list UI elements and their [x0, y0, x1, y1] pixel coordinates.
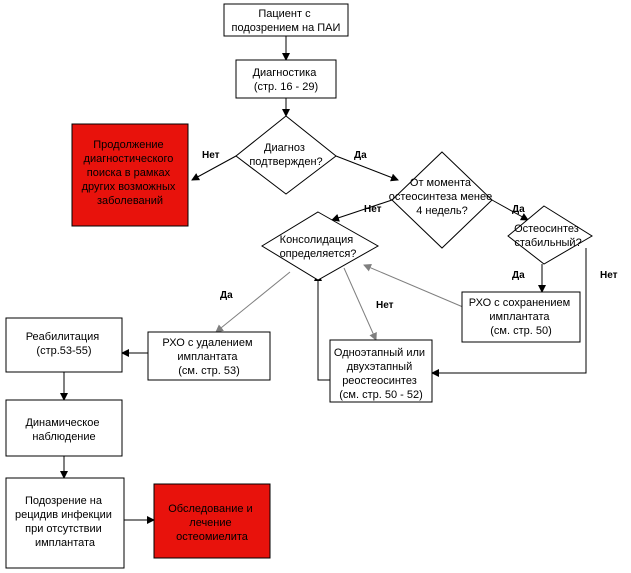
node-line: Подозрение на [25, 495, 103, 507]
node-line: Продолжение [93, 139, 163, 151]
svg-text:От момента остеосинтеза: От момента остеосинтеза менее 4 недель? [389, 177, 496, 217]
edge-stable-no-to-reosteosynthesis [431, 248, 587, 377]
node-line: подтвержден? [249, 156, 322, 168]
node-line: Остеосинтез [514, 223, 579, 235]
node-line: остеомиелита [176, 531, 249, 543]
edge-4weeks-yes-to-stable [491, 199, 529, 221]
node-line: заболеваний [97, 195, 163, 207]
svg-text:Продолжение диагностичес: Продолжение диагностического поиска в ра… [82, 139, 179, 207]
node-line: (стр. 16 - 29) [254, 81, 318, 93]
node-observation: Динамическое наблюдение [5, 399, 123, 457]
svg-text:Диагноз подтвержден?: Диагноз подтвержден? [249, 142, 322, 168]
node-rho-keep: РХО с сохранением имплантата (см. стр. 5… [461, 291, 581, 343]
node-line: подозрением на ПАИ [232, 22, 341, 34]
node-line: (см. стр. 53) [178, 365, 240, 377]
node-line: Диагностика [253, 67, 318, 79]
edge-consolidation-no-to-reosteosynthesis [343, 267, 377, 341]
label-no-diagnosis: Нет [202, 150, 220, 161]
label-no-4weeks: Нет [364, 204, 382, 215]
edge-decision-no-to-search [191, 155, 237, 181]
node-line: при отсутствии [25, 523, 102, 535]
node-line: (стр.53-55) [36, 345, 91, 357]
node-line: определяется? [280, 248, 357, 260]
node-rho-remove: РХО с удалением имплантата (см. стр. 53) [147, 331, 271, 381]
node-line: стабильный? [514, 237, 581, 249]
node-diagnostics: Диагностика (стр. 16 - 29) [235, 59, 337, 99]
connectors [60, 36, 587, 524]
svg-text:РХО с сохранением имплан: РХО с сохранением имплантата (см. стр. 5… [469, 297, 574, 337]
node-line: РХО с удалением [162, 337, 252, 349]
edge-4weeks-no-to-consolidation [331, 199, 393, 222]
node-osteomyelitis: Обследование и лечение остеомиелита [153, 483, 271, 559]
edge-labels: Нет Да Нет Да Да Нет Да Нет [202, 150, 618, 311]
svg-text:Динамическое наблюдение: Динамическое наблюдение [25, 417, 102, 443]
label-yes-stable: Да [512, 270, 525, 281]
node-line: Реабилитация [26, 331, 100, 343]
node-line: лечение [189, 517, 231, 529]
node-line: 4 недель? [416, 205, 468, 217]
svg-text:Обследование и лечение: Обследование и лечение остеомиелита [168, 503, 256, 543]
node-line: РХО с сохранением [469, 297, 570, 309]
svg-text:Реабилитация (стр.53-55): Реабилитация (стр.53-55) [26, 331, 103, 357]
node-line: Динамическое [25, 417, 99, 429]
node-line: Обследование и [168, 503, 252, 515]
node-line: Консолидация [280, 234, 354, 246]
node-line: диагностического [84, 153, 174, 165]
label-no-stable: Нет [600, 270, 618, 281]
node-line: (см. стр. 50) [490, 325, 552, 337]
decision-osteosynthesis-stable: Остеосинтез стабильный? [507, 205, 593, 265]
node-line: рецидив инфекции [15, 509, 112, 521]
node-reosteosynthesis: Одноэтапный или двухэтапный реостеосинте… [329, 339, 433, 403]
node-rehabilitation: Реабилитация (стр.53-55) [5, 317, 123, 373]
node-patient: Пациент с подозрением на ПАИ [223, 3, 349, 37]
edge-consolidation-yes-to-rho-remove [215, 271, 291, 333]
edge-reosteosynthesis-back-to-consolidation [314, 273, 330, 381]
label-yes-diagnosis: Да [354, 150, 367, 161]
decision-consolidation: Консолидация определяется? [261, 211, 380, 281]
svg-text:РХО с удалением импланта: РХО с удалением имплантата (см. стр. 53) [162, 337, 255, 377]
node-line: наблюдение [32, 431, 95, 443]
decision-less-4-weeks: От момента остеосинтеза менее 4 недель? [389, 151, 496, 249]
svg-text:Диагностика (стр. 16 -: Диагностика (стр. 16 - 29) [253, 67, 320, 93]
node-line: других возможных [82, 181, 176, 193]
svg-text:Одноэтапный или двухэтап: Одноэтапный или двухэтапный реостеосинте… [334, 347, 428, 401]
node-relapse-suspicion: Подозрение на рецидив инфекции при отсут… [5, 477, 125, 569]
node-line: (см. стр. 50 - 52) [339, 389, 423, 401]
svg-text:Подозрение на рецидив ин: Подозрение на рецидив инфекции при отсут… [15, 495, 115, 549]
label-yes-consolidation: Да [220, 290, 233, 301]
label-no-consolidation: Нет [376, 300, 394, 311]
svg-text:Остеосинтез стабильный?: Остеосинтез стабильный? [514, 223, 582, 249]
node-line: поиска в рамках [87, 167, 171, 179]
svg-text:Консолидация определяетс: Консолидация определяется? [280, 234, 357, 260]
node-line: Пациент с [258, 8, 311, 20]
node-line: двухэтапный [347, 361, 413, 373]
node-line: Диагноз [264, 142, 305, 154]
label-yes-4weeks: Да [512, 204, 525, 215]
node-line: имплантата [177, 351, 238, 363]
node-line: имплантата [489, 311, 550, 323]
node-line: имплантата [35, 537, 96, 549]
edge-rho-keep-to-consolidation [363, 264, 471, 311]
edge-decision-yes-to-4weeks [335, 155, 399, 182]
node-line: реостеосинтез [342, 375, 417, 387]
node-line: От момента [410, 177, 472, 189]
decision-diagnosis-confirmed: Диагноз подтвержден? [235, 115, 337, 195]
node-line: остеосинтеза менее [389, 191, 493, 203]
node-continue-search: Продолжение диагностического поиска в ра… [71, 123, 189, 227]
node-line: Одноэтапный или [334, 347, 425, 359]
svg-text:Пациент с подозрением на: Пациент с подозрением на ПАИ [232, 8, 341, 34]
